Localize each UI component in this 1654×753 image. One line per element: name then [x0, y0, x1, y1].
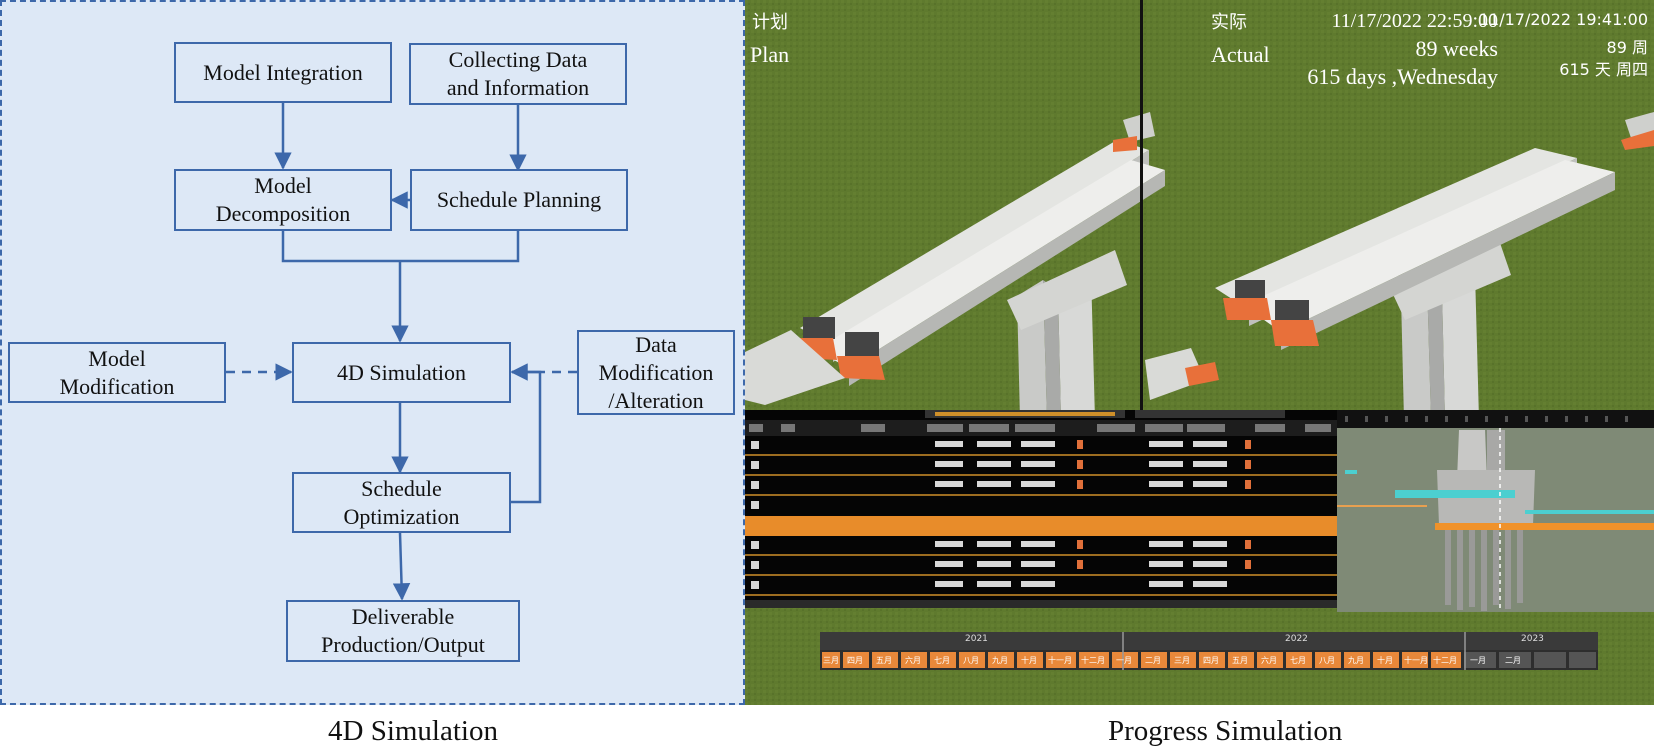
actual-label-en: Actual [1211, 42, 1270, 67]
deliverable-box: Deliverable Production/Output [286, 600, 520, 662]
timeline-month: 五月 [876, 656, 892, 665]
4d-simulation-box: 4D Simulation [292, 342, 511, 403]
timeline-month: 九月 [992, 656, 1008, 665]
actual-bridge-model [1145, 112, 1654, 420]
timeline-month: 八月 [1319, 656, 1335, 665]
data-modification-box: Data Modification /Alteration [577, 330, 735, 415]
actual-label-cn: 实际 [1211, 12, 1247, 33]
plan-label-en: Plan [750, 42, 790, 67]
weeks-readout-cn: 89 周 [1606, 38, 1648, 57]
timeline-month: 五月 [1232, 656, 1248, 665]
caption-progress-simulation: Progress Simulation [1108, 715, 1343, 747]
timeline-month: 十月 [1021, 656, 1037, 665]
arrow-optimization-to-deliverable [392, 532, 411, 601]
timeline-month: 三月 [823, 656, 839, 665]
model-integration-box: Model Integration [174, 42, 392, 103]
days-readout-en: 615 days ,Wednesday [1307, 64, 1498, 89]
merge-connector [281, 231, 520, 263]
timeline-bar [745, 612, 1654, 705]
schedule-optimization-box: Schedule Optimization [292, 472, 511, 533]
progress-simulation-panel: 计划 Plan 实际 Actual 11/17/2022 22:59:00 89… [745, 0, 1654, 705]
plan-label-cn: 计划 [752, 12, 788, 33]
date-readout-cn: 11/17/2022 19:41:00 [1478, 10, 1648, 29]
timeline-month: 一月 [1116, 656, 1132, 665]
model-decomposition-box: Model Decomposition [174, 169, 392, 231]
model-modification-box: Model Modification [8, 342, 226, 403]
timeline-month: 七月 [1290, 656, 1306, 665]
timeline-month: 六月 [1261, 656, 1277, 665]
timeline-month: 九月 [1348, 656, 1364, 665]
viewport-divider [1140, 0, 1143, 410]
gantt-chart [1337, 410, 1654, 618]
simulation-scene [745, 0, 1654, 705]
timeline-month: 十月 [1377, 656, 1393, 665]
timeline-month: 四月 [847, 656, 863, 665]
date-readout-en: 11/17/2022 22:59:00 [1331, 10, 1498, 32]
timeline-month: 十一月 [1404, 656, 1428, 665]
plan-bridge-model [745, 112, 1165, 420]
days-readout-cn: 615 天 周四 [1559, 60, 1648, 79]
highlighted-task-row [745, 516, 1337, 536]
timeline-month: 七月 [934, 656, 950, 665]
timeline-month: 八月 [963, 656, 979, 665]
feedback-loop [510, 363, 542, 504]
timeline-month: 六月 [905, 656, 921, 665]
timeline-year-3: 2023 [1521, 634, 1544, 644]
timeline-month: 二月 [1145, 656, 1161, 665]
timeline-month: 十二月 [1433, 656, 1457, 665]
timeline-month: 十二月 [1081, 656, 1105, 665]
timeline-month: 四月 [1203, 656, 1219, 665]
flowchart-connectors [226, 103, 577, 601]
flowchart-panel: Model Integration Collecting Data and In… [0, 0, 745, 705]
timeline-year-2: 2022 [1285, 634, 1308, 644]
task-table [745, 410, 1337, 608]
timeline-month: 三月 [1174, 656, 1190, 665]
timeline-year-1: 2021 [965, 634, 988, 644]
timeline-month: 一月 [1470, 656, 1486, 665]
timeline-month: 十一月 [1048, 656, 1072, 665]
weeks-readout-en: 89 weeks [1415, 36, 1498, 61]
collecting-data-box: Collecting Data and Information [409, 43, 627, 105]
timeline-month: 二月 [1505, 656, 1521, 665]
schedule-planning-box: Schedule Planning [410, 169, 628, 231]
caption-4d-simulation: 4D Simulation [328, 715, 498, 747]
